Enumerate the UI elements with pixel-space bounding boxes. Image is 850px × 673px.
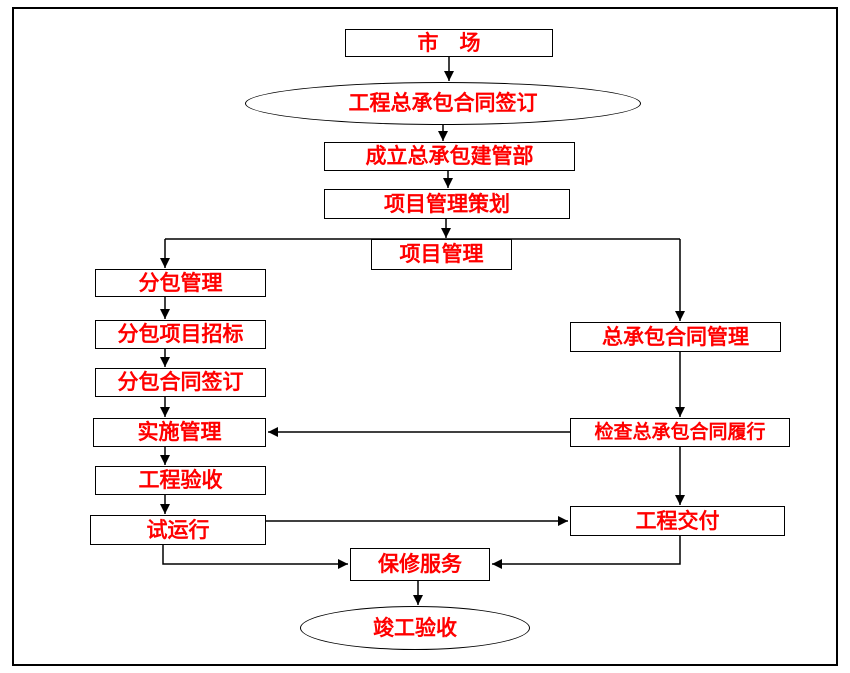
- node-implementation-management: 实施管理: [93, 418, 266, 447]
- node-contract-signing: 工程总承包合同签订: [245, 82, 641, 125]
- node-market: 市 场: [345, 29, 553, 57]
- node-project-management: 项目管理: [371, 239, 512, 270]
- node-project-acceptance: 工程验收: [95, 466, 266, 495]
- node-completion-acceptance: 竣工验收: [300, 606, 530, 650]
- node-subcontract-management: 分包管理: [95, 269, 266, 297]
- node-subcontract-bidding: 分包项目招标: [95, 320, 266, 349]
- node-setup-dept: 成立总承包建管部: [324, 142, 575, 171]
- node-trial-run: 试运行: [90, 515, 266, 545]
- outer-border: [12, 7, 838, 666]
- node-warranty-service: 保修服务: [350, 548, 490, 581]
- node-subcontract-signing: 分包合同签订: [95, 368, 266, 397]
- node-check-contract-performance: 检查总承包合同履行: [570, 418, 790, 447]
- node-project-delivery: 工程交付: [570, 506, 785, 536]
- node-pm-planning: 项目管理策划: [324, 189, 570, 219]
- node-general-contract-management: 总承包合同管理: [570, 322, 781, 352]
